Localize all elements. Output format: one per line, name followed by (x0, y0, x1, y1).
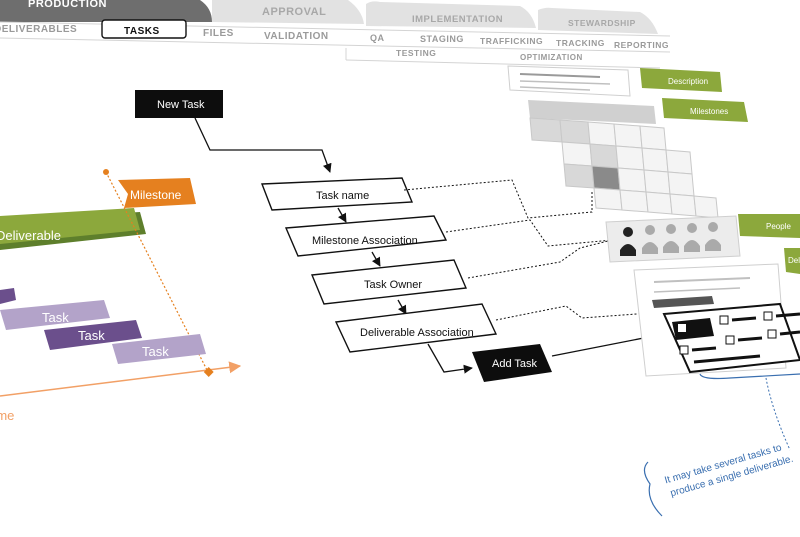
flow-new-task-label: New Task (157, 99, 205, 111)
flow-dotted-connector (445, 219, 613, 247)
flow-connector (194, 117, 332, 173)
gantt-task-1: Task (0, 300, 110, 330)
gantt-deliverable-label: Deliverable (0, 228, 61, 243)
flow-connector (371, 251, 381, 267)
milestone-diamond (203, 367, 214, 377)
subtab-optimization[interactable]: OPTIMIZATION (520, 53, 583, 62)
gantt-task-bar (0, 288, 16, 304)
deliverable-card (633, 263, 800, 377)
note-text: It may take several tasks to produce a s… (663, 442, 794, 499)
phase-tab-implementation[interactable]: IMPLEMENTATION (366, 1, 536, 28)
flow-connector (397, 299, 407, 315)
flow-step-label: Task name (316, 190, 369, 202)
milestone-flag: Milestone (118, 178, 196, 208)
gantt-deliverable-bar: Deliverable (0, 208, 146, 250)
flow-dotted-connector (403, 179, 593, 219)
panel-milestones-label: Milestones (690, 107, 728, 116)
panel-description-label: Description (668, 77, 708, 86)
subtab-trafficking[interactable]: TRAFFICKING (480, 36, 543, 46)
phase-tab-implementation-label: IMPLEMENTATION (412, 14, 503, 25)
subtab-deliverables[interactable]: DELIVERABLES (0, 24, 77, 35)
gantt-task-2: Task (44, 320, 142, 350)
subtab-staging[interactable]: STAGING (420, 34, 464, 44)
subtab-divider (345, 59, 661, 69)
milestone-line (105, 171, 209, 373)
flow-dotted-connector (467, 239, 613, 279)
flow-dotted-connector (495, 305, 665, 321)
person-icon (663, 224, 679, 253)
flow-new-task: New Task (135, 90, 223, 118)
people-row (605, 215, 741, 263)
phase-tab-approval-label: APPROVAL (262, 6, 326, 18)
flow-step-label: Deliverable Association (360, 327, 474, 339)
subtab-tracking[interactable]: TRACKING (556, 38, 605, 48)
subtab-files[interactable]: FILES (203, 28, 234, 39)
panel-people-label: People (766, 222, 791, 231)
phase-tab-stewardship[interactable]: STEWARDSHIP (538, 7, 658, 34)
flow-step-task-name: Task name (260, 177, 414, 211)
panel-description-block (507, 65, 631, 97)
timeline-label: Time (0, 408, 14, 423)
gantt-task-label: Task (142, 344, 169, 359)
panel-people-tag: People (738, 214, 800, 238)
flow-step-label: Milestone Association (312, 235, 418, 247)
flow-step-deliverable-association: Deliverable Association (334, 303, 498, 353)
timeline-axis (0, 361, 242, 397)
subtab-testing[interactable]: TESTING (396, 48, 436, 58)
flow-connector (337, 207, 347, 223)
phase-tab-stewardship-label: STEWARDSHIP (568, 18, 636, 28)
flow-step-task-owner: Task Owner (310, 259, 468, 305)
subtab-qa[interactable]: QA (370, 33, 385, 43)
milestone-line-top (103, 169, 109, 175)
flow-step-milestone-association: Milestone Association (284, 215, 448, 257)
panel-deliverables-tag: Deliverables (784, 248, 800, 274)
person-icon (642, 225, 658, 254)
subtab-validation[interactable]: VALIDATION (264, 31, 329, 42)
milestone-label: Milestone (130, 188, 182, 202)
person-icon (705, 222, 721, 251)
gantt-task-label: Task (42, 310, 69, 325)
flow-add-task-label: Add Task (492, 358, 538, 370)
subtab-reporting[interactable]: REPORTING (614, 40, 669, 50)
subtab-tasks-label: TASKS (124, 26, 160, 37)
phase-tab-production[interactable]: PRODUCTION (0, 0, 212, 22)
note-bracket (699, 373, 800, 380)
panel-milestones-tag: Milestones (662, 98, 748, 122)
gantt-task-3: Task (112, 334, 206, 364)
flow-step-label: Task Owner (364, 279, 422, 291)
phase-tab-production-label: PRODUCTION (28, 0, 107, 10)
note-brace (643, 461, 663, 517)
panel-description-tag: Description (640, 68, 722, 92)
milestone-calendar-grid (528, 100, 719, 219)
subtab-tasks[interactable]: TASKS (101, 19, 187, 39)
person-icon (620, 227, 636, 256)
flow-connector (427, 343, 473, 374)
panel-deliverables-label: Deliverables (788, 256, 800, 265)
note-connector (765, 377, 791, 451)
phase-tab-approval[interactable]: APPROVAL (212, 0, 364, 24)
flow-add-task: Add Task (472, 344, 552, 382)
gantt-task-label: Task (78, 328, 105, 343)
person-icon (684, 223, 700, 252)
